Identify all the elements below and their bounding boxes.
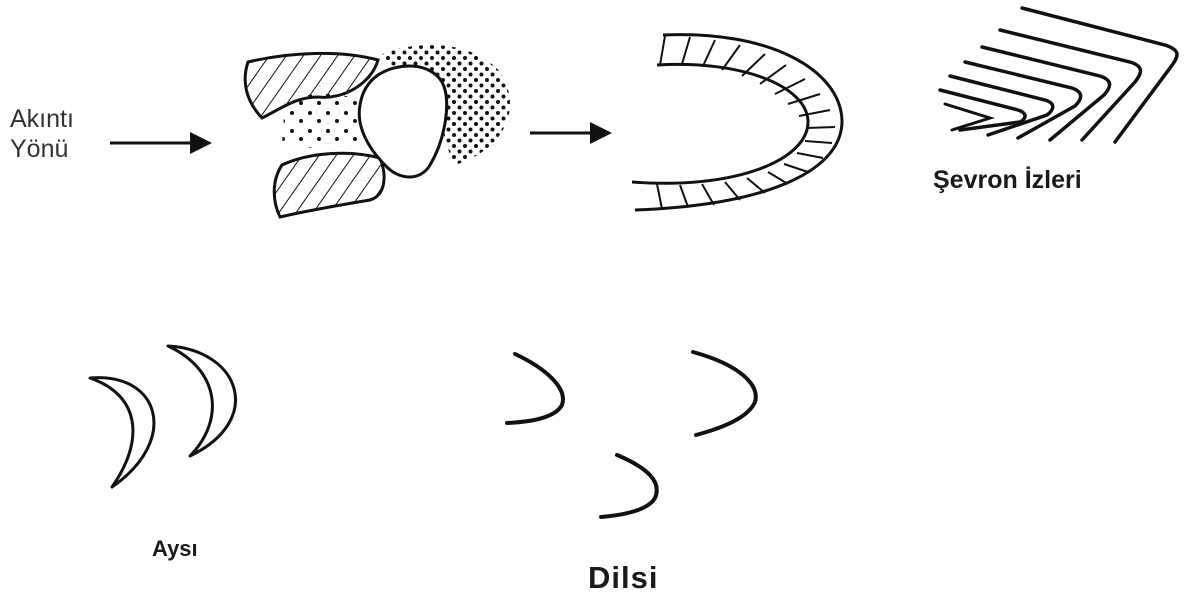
horseshoe-mark (632, 35, 842, 210)
lingoid-bottom (601, 455, 657, 517)
lingoid-marks (507, 352, 756, 517)
crescent-left (90, 378, 154, 487)
chevron-marks (940, 8, 1177, 142)
obstacle-scour-mark (245, 45, 510, 217)
flow-arrow-2 (530, 122, 612, 144)
lingoid-label: Dilsi (588, 560, 658, 596)
flow-direction-label: Akıntı Yönü (10, 104, 74, 164)
lingoid-top-left (507, 354, 563, 423)
flow-arrow-1 (110, 132, 212, 154)
crescent-right (168, 346, 236, 456)
lingoid-top-right (693, 352, 756, 435)
lower-hatched-lobe (274, 153, 384, 217)
crescent-label: Aysı (152, 536, 198, 562)
chevron-label: Şevron İzleri (933, 166, 1082, 195)
flow-direction-label-line2: Yönü (10, 134, 74, 164)
flow-direction-label-line1: Akıntı (10, 104, 74, 134)
crescent-marks (90, 346, 236, 487)
